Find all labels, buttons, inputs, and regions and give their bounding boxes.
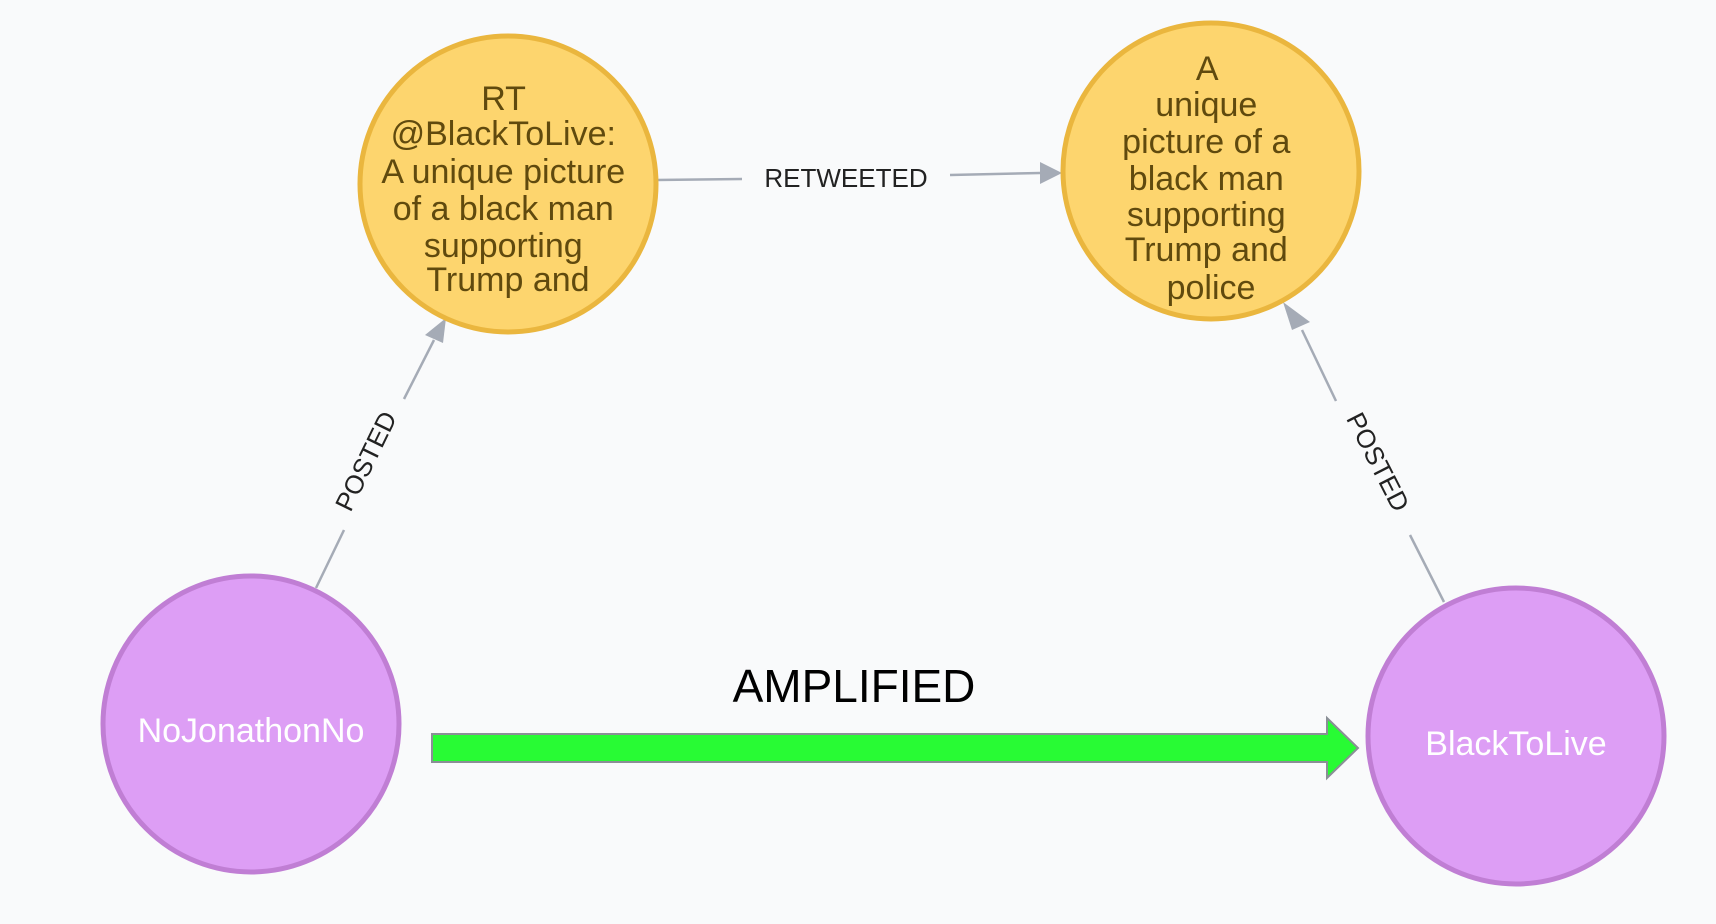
edge-retweeted-label: RETWEETED — [764, 163, 927, 193]
node-user-nojonathonno-label: NoJonathonNo — [138, 712, 365, 750]
amplified-label: AMPLIFIED — [733, 660, 976, 712]
node-original-tweet-line: A — [1196, 50, 1219, 88]
node-original-tweet-line: picture of a — [1122, 123, 1290, 161]
node-user-nojonathonno-circle — [100, 573, 402, 875]
amplified-arrow-shape — [431, 715, 1360, 781]
edge-retweeted-line-b — [949, 171, 1041, 177]
node-original-tweet[interactable]: A unique picture of a black man supporti… — [1060, 20, 1362, 322]
edge-posted-left-arrowhead — [425, 318, 446, 343]
edge-posted-right-label: POSTED — [1340, 407, 1415, 516]
node-original-tweet-circle — [1060, 20, 1362, 322]
edge-posted-right-arrowhead — [1283, 302, 1310, 330]
node-retweet-line: @BlackToLive: — [391, 115, 616, 153]
node-user-blacktolive[interactable]: BlackToLive — [1365, 585, 1667, 887]
node-user-nojonathonno[interactable]: NoJonathonNo — [100, 573, 402, 875]
node-retweet-label: RT @BlackToLive: A unique picture of a b… — [381, 80, 634, 299]
edge-posted-left-line-b — [402, 339, 436, 400]
node-retweet[interactable]: RT @BlackToLive: A unique picture of a b… — [357, 33, 659, 335]
node-original-tweet-line: police — [1167, 269, 1256, 307]
node-user-blacktolive-circle — [1365, 585, 1667, 887]
node-original-tweet-line: black man — [1129, 160, 1284, 198]
edge-posted-left[interactable]: POSTED — [314, 318, 446, 589]
edge-posted-right-line-a — [1408, 534, 1446, 603]
node-retweet-line: A unique picture — [381, 153, 625, 191]
node-original-tweet-line: supporting — [1127, 196, 1286, 234]
edge-posted-right-line-b — [1300, 329, 1338, 402]
node-original-tweet-line: unique — [1155, 86, 1257, 124]
node-retweet-line: RT — [481, 80, 525, 118]
node-original-tweet-line: Trump and — [1125, 231, 1288, 269]
node-retweet-line: Trump and — [426, 261, 589, 299]
node-user-blacktolive-label: BlackToLive — [1425, 725, 1606, 763]
node-retweet-line: of a black man — [393, 190, 614, 228]
edge-posted-right[interactable]: POSTED — [1283, 302, 1446, 603]
node-retweet-line: supporting — [424, 227, 583, 265]
node-retweet-circle — [357, 33, 659, 335]
edge-posted-left-line-a — [314, 529, 346, 589]
edge-posted-left-label: POSTED — [329, 406, 403, 515]
edge-retweeted[interactable]: RETWEETED — [655, 162, 1062, 193]
node-original-tweet-label: A unique picture of a black man supporti… — [1122, 50, 1300, 307]
edge-retweeted-line-a — [655, 177, 743, 182]
edge-retweeted-arrowhead — [1040, 162, 1062, 184]
amplified-arrow[interactable]: AMPLIFIED — [431, 660, 1360, 781]
